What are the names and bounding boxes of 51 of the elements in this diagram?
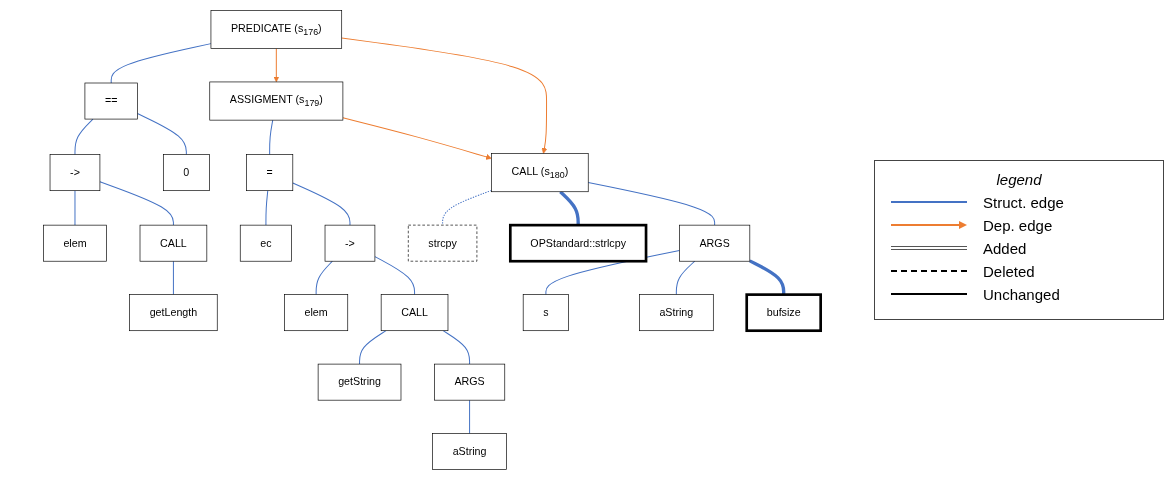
- connector: [74, 189, 76, 226]
- node-box: ARGS: [679, 224, 751, 262]
- connector: [292, 181, 351, 226]
- node-box: ==: [84, 82, 138, 119]
- connector: [469, 399, 471, 434]
- node-box: elem: [284, 293, 349, 331]
- legend-label: Struct. edge: [983, 193, 1064, 211]
- node-box: aString: [432, 432, 507, 470]
- legend-label: Unchanged: [983, 285, 1060, 303]
- arrow: [341, 37, 548, 154]
- legend-title: legend: [995, 170, 1043, 188]
- connector: [265, 189, 269, 226]
- legend-label: Deleted: [983, 262, 1035, 280]
- connector: [587, 181, 716, 226]
- node-box: strcpy: [407, 224, 478, 262]
- connector: [374, 255, 416, 295]
- connector: [675, 260, 696, 295]
- node-box: bufsize: [745, 292, 822, 332]
- connector: [110, 42, 212, 83]
- node-box: CALL: [380, 293, 449, 331]
- connector: [442, 189, 492, 226]
- connector: [269, 119, 274, 155]
- node-box: OPStandard::strlcpy: [508, 223, 648, 263]
- legend-label: Added: [983, 239, 1027, 257]
- connector: [74, 118, 94, 155]
- node-box: CALL: [139, 224, 208, 262]
- node-box: ARGS: [434, 363, 506, 400]
- node-box: 0: [162, 153, 210, 191]
- legend-label: Dep. edge: [983, 216, 1053, 234]
- connector: [315, 260, 333, 295]
- connector: [359, 329, 387, 365]
- node-box: ->: [49, 153, 101, 191]
- connector: [172, 260, 174, 295]
- connector: [749, 258, 786, 295]
- node-box: elem: [43, 224, 107, 262]
- node-box: s: [522, 293, 569, 331]
- arrow: [342, 116, 492, 160]
- node-box: aString: [639, 293, 714, 331]
- node-box: ->: [324, 224, 376, 262]
- node-box: =: [246, 153, 294, 191]
- connector: [559, 190, 580, 225]
- connector: [99, 180, 174, 226]
- node-box: ec: [239, 224, 292, 262]
- connector: [442, 329, 471, 365]
- node-box: CALL (s$_{180}$): [491, 152, 589, 192]
- node-box: ASSIGMENT (s$_{179}$): [209, 81, 344, 120]
- node-box: PREDICATE (s$_{176}$): [210, 9, 343, 49]
- node-box: getLength: [129, 293, 218, 331]
- arrow: [273, 47, 280, 82]
- connector: [136, 112, 187, 155]
- node-box: getString: [317, 363, 402, 400]
